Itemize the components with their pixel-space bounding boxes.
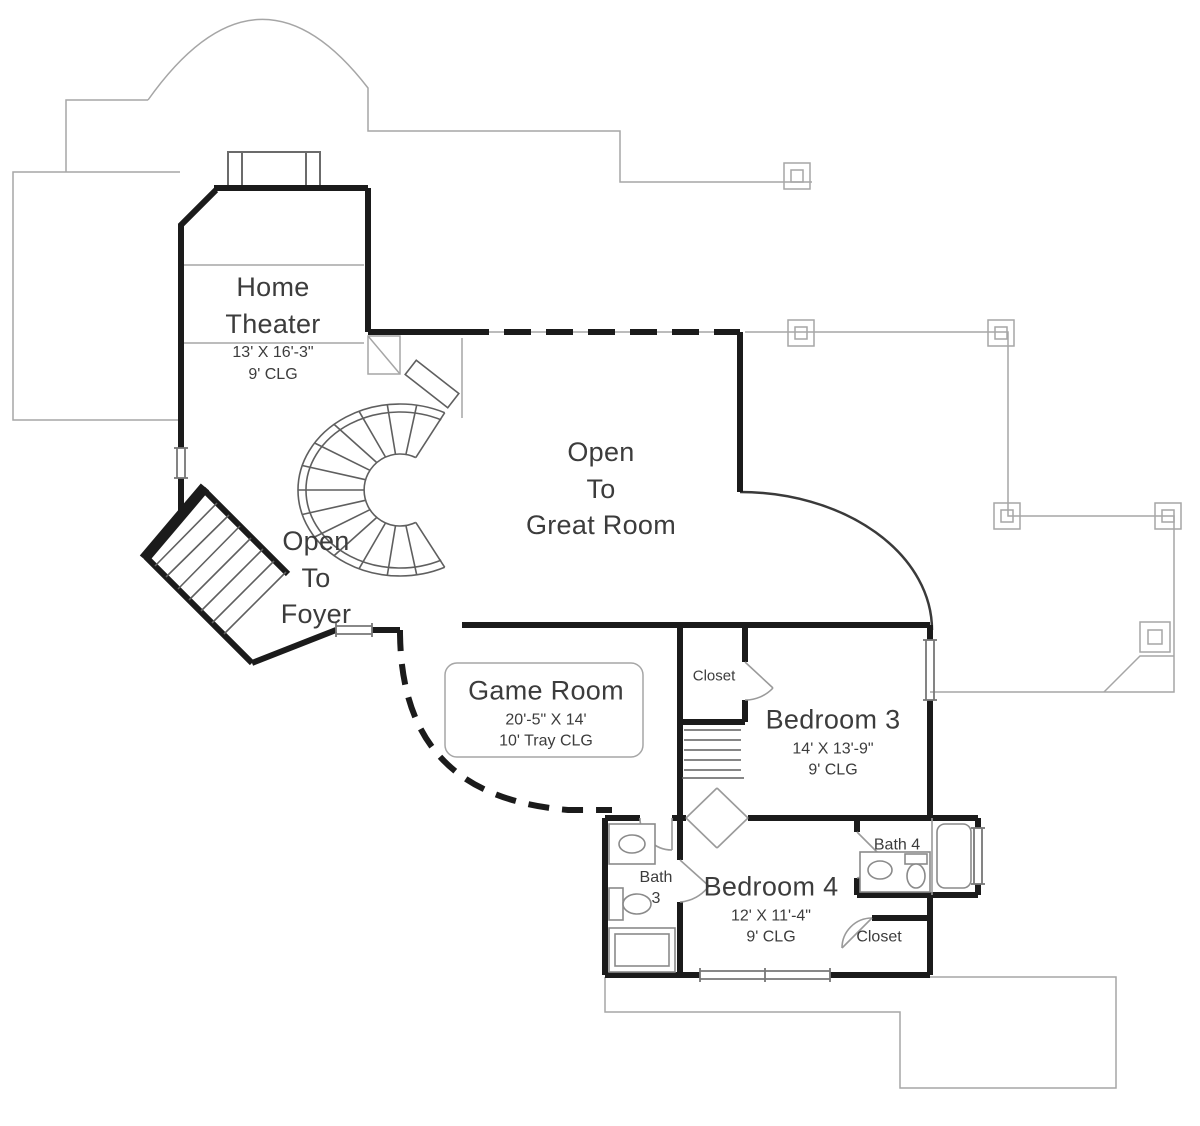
room-label-home-theater: Home Theater 13' X 16'-3" 9' CLG [225,269,320,385]
closet4-door [841,917,873,949]
porch-column [1154,502,1182,530]
porch-column [783,162,811,190]
porch-column [987,319,1015,347]
windows [174,447,985,982]
room-label-bath4: Bath 4 [874,834,920,855]
label-line: To [586,473,616,504]
entry-upper-wall [200,486,291,577]
bedroom3-double-door [685,787,749,849]
stair-treads [298,404,418,576]
label-line: To [301,562,331,593]
label-line: Open [282,525,350,556]
label-closet-bedroom4: Closet [856,926,901,947]
room-label-game-room: Game Room 20'-5" X 14' 10' Tray CLG [468,673,624,752]
room-name-line: Game Room [468,675,624,706]
room-dimensions: 20'-5" X 14' [505,711,587,729]
window-bedroom3 [923,639,937,701]
stair-entry-door [404,359,460,409]
curved-staircase [297,359,460,577]
entry-end-wall [139,483,210,563]
closet-shelves [682,729,744,779]
bath3-sink [618,834,646,854]
right-porch-outline [745,331,1175,693]
right-bay-outline [1103,655,1174,693]
bedroom4-door [679,859,710,903]
room-dimensions: 14' X 13'-9" [792,740,874,758]
great-room-curved-wall [739,490,934,631]
entry-connect-wall [250,627,338,666]
right-bay-window-inner [1147,629,1163,645]
bath4-tub [931,818,972,895]
window-left-wall [174,447,188,479]
room-name-line: Home [236,272,310,303]
window-game-room [335,623,373,637]
upper-left-notch-outline [65,99,148,172]
label-open-to-foyer: Open To Foyer [281,523,352,633]
label-line: Great Room [525,510,677,541]
bath3-vanity [608,823,656,865]
room-name-line: Theater [225,308,321,339]
bath4-toilet [904,853,928,889]
room-ceiling: 9' CLG [808,761,858,779]
porch-columns [783,162,1182,530]
window-bath4 [971,827,985,885]
room-ceiling: 9' CLG [746,928,796,946]
bath3-toilet [608,887,652,921]
entry-stairs [139,483,338,666]
room-ceiling: 9' CLG [248,365,298,383]
game-room-tray-ceiling [444,662,644,758]
bath3-shower [608,927,676,973]
bottom-footprint-outline [604,976,1117,1089]
entry-stair-treads [154,502,287,635]
bath4-sink [867,860,893,880]
label-closet-bedroom3: Closet [693,666,736,686]
label-line: Open [567,436,635,467]
stair-landing-diagonal [367,335,401,375]
label-line: Foyer [280,599,352,630]
label-line: Closet [692,667,736,685]
label-line: Bath 4 [873,836,921,854]
lower-floor-outline [12,18,1175,1089]
label-open-to-great-room: Open To Great Room [526,434,676,544]
home-theater-corner-wall [177,187,219,229]
room-name-line: Bedroom 3 [765,704,901,735]
room-label-bath3: Bath 3 [640,867,673,909]
window-bedroom4 [699,968,831,982]
label-line: 3 [651,890,661,907]
bath-fixtures [608,818,972,973]
room-label-bedroom3: Bedroom 3 14' X 13'-9" 9' CLG [766,702,901,781]
open-railings [397,329,740,813]
room-label-bedroom4: Bedroom 4 12' X 11'-4" 9' CLG [704,869,839,948]
label-line: Bath [639,868,673,886]
right-bay-window [1139,621,1171,653]
room-ceiling: 10' Tray CLG [499,732,593,750]
closet3-door [744,661,774,701]
stair-top-cap [415,412,446,459]
walls [177,185,981,978]
porch-column [993,502,1021,530]
room-dimensions: 12' X 11'-4" [731,907,811,925]
game-room-railing [397,629,612,813]
entry-lower-wall [143,554,255,666]
room-name-line: Bedroom 4 [703,871,839,902]
front-arch-outline [147,18,812,183]
porch-column [787,319,815,347]
stair-landing [367,335,401,375]
doors [639,661,884,949]
stair-bottom-cap [415,521,446,568]
left-wing-outline [12,171,180,421]
label-line: Closet [856,928,902,946]
stair-inner-arc [363,453,417,527]
chimney [227,151,321,187]
stair-outer-arc [297,403,446,577]
room-dimensions: 13' X 16'-3" [232,344,314,362]
